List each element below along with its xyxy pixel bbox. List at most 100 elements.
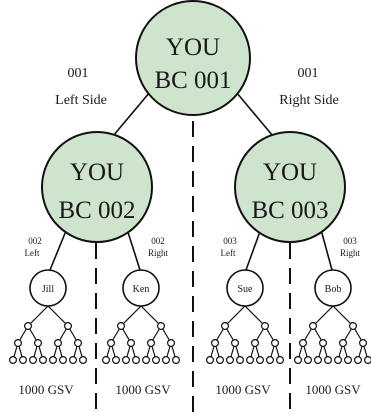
subtree-node <box>132 356 141 365</box>
sub-trees <box>9 305 371 365</box>
subtree-node <box>206 356 215 365</box>
mini-label-3-side: Left <box>221 248 236 258</box>
subtree-node <box>344 356 353 365</box>
subtree-node <box>48 356 57 365</box>
subtree-edge <box>47 305 69 327</box>
mini-label-1-number: 002 <box>28 236 42 246</box>
subtree-node <box>216 356 225 365</box>
subtree-node <box>309 322 318 331</box>
subtree-node <box>256 356 265 365</box>
mid-left-node: YOU BC 002 <box>41 131 153 243</box>
subtree-node <box>359 339 368 348</box>
mid-left-line2: BC 002 <box>58 197 135 224</box>
subtree-node <box>24 322 33 331</box>
subtree-node <box>53 339 62 348</box>
subtree-edge <box>27 305 49 327</box>
subtree-node <box>271 339 280 348</box>
mini-label-4-side: Right <box>340 248 361 258</box>
subtree-edge <box>224 305 246 327</box>
top-node-line1: YOU <box>166 34 220 61</box>
subtree-node <box>339 339 348 348</box>
mid-left-line1: YOU <box>70 159 124 186</box>
mid-right-line2: BC 003 <box>251 197 328 224</box>
subtree-node <box>58 356 67 365</box>
mini-label-2-side: Right <box>148 248 169 258</box>
subtree-edge <box>332 305 354 327</box>
subtree-node <box>304 356 313 365</box>
subtree-node <box>246 356 255 365</box>
mid-right-line1: YOU <box>263 159 317 186</box>
subtree-node <box>147 339 156 348</box>
subtree-node <box>142 356 151 365</box>
subtree-node <box>299 339 308 348</box>
subtree-node <box>314 356 323 365</box>
left-side-number: 001 <box>68 66 89 81</box>
subtree-node <box>73 339 82 348</box>
gsv-label-3: 1000 GSV <box>215 382 271 397</box>
leaf-node-2: Ken <box>122 269 160 307</box>
subtree-edge <box>120 305 142 327</box>
subtree-node <box>19 356 28 365</box>
subtree-node <box>251 339 260 348</box>
subtree-node <box>172 356 181 365</box>
subtree-node <box>68 356 77 365</box>
leaf-node-1: Jill <box>29 269 67 307</box>
mid-right-node: YOU BC 003 <box>234 131 346 243</box>
mini-label-3-number: 003 <box>223 236 237 246</box>
subtree-node <box>236 356 245 365</box>
subtree-node <box>38 356 47 365</box>
subtree-node <box>111 356 120 365</box>
subtree-node <box>63 322 72 331</box>
divider-lines <box>95 96 291 416</box>
subtree-node <box>319 339 328 348</box>
subtree-node <box>78 356 87 365</box>
subtree-node <box>167 339 176 348</box>
left-side-label: Left Side <box>55 93 107 108</box>
subtree-node <box>152 356 161 365</box>
right-side-label: Right Side <box>279 93 339 108</box>
subtree-node <box>106 339 115 348</box>
subtree-node <box>349 322 358 331</box>
subtree-edge <box>312 305 334 327</box>
mini-label-1-side: Left <box>25 248 40 258</box>
leaf-node-4: Bob <box>314 269 352 307</box>
subtree-node <box>162 356 171 365</box>
subtree-node <box>33 339 42 348</box>
subtree-node <box>211 339 220 348</box>
subtree-node <box>29 356 38 365</box>
subtree-node <box>276 356 285 365</box>
top-node: YOU BC 001 <box>135 0 251 116</box>
leaf-node-3: Sue <box>226 269 264 307</box>
gsv-label-4: 1000 GSV <box>305 382 361 397</box>
mini-label-2-number: 002 <box>151 236 165 246</box>
leaf-name-2: Ken <box>133 284 150 295</box>
mini-label-4-number: 003 <box>343 236 357 246</box>
top-node-line2: BC 001 <box>154 67 231 94</box>
subtree-node <box>334 356 343 365</box>
subtree-node <box>9 356 18 365</box>
leaf-name-1: Jill <box>42 284 54 295</box>
subtree-edge <box>140 305 162 327</box>
right-side-number: 001 <box>298 66 319 81</box>
subtree-node <box>116 322 125 331</box>
subtree-node <box>157 322 166 331</box>
subtree-node <box>126 339 135 348</box>
subtree-node <box>231 339 240 348</box>
subtree-node <box>226 356 235 365</box>
leaf-name-3: Sue <box>238 284 254 295</box>
subtree-node <box>364 356 371 364</box>
gsv-label-2: 1000 GSV <box>115 382 171 397</box>
subtree-node <box>221 322 230 331</box>
subtree-edge <box>244 305 266 327</box>
subtree-node <box>294 356 303 365</box>
subtree-node <box>354 356 363 365</box>
subtree-node <box>14 339 23 348</box>
gsv-label-1: 1000 GSV <box>18 382 74 397</box>
subtree-node <box>121 356 130 365</box>
subtree-node <box>324 356 333 365</box>
leaf-name-4: Bob <box>325 284 342 295</box>
subtree-node <box>101 356 110 365</box>
subtree-node <box>266 356 275 365</box>
subtree-node <box>261 322 270 331</box>
